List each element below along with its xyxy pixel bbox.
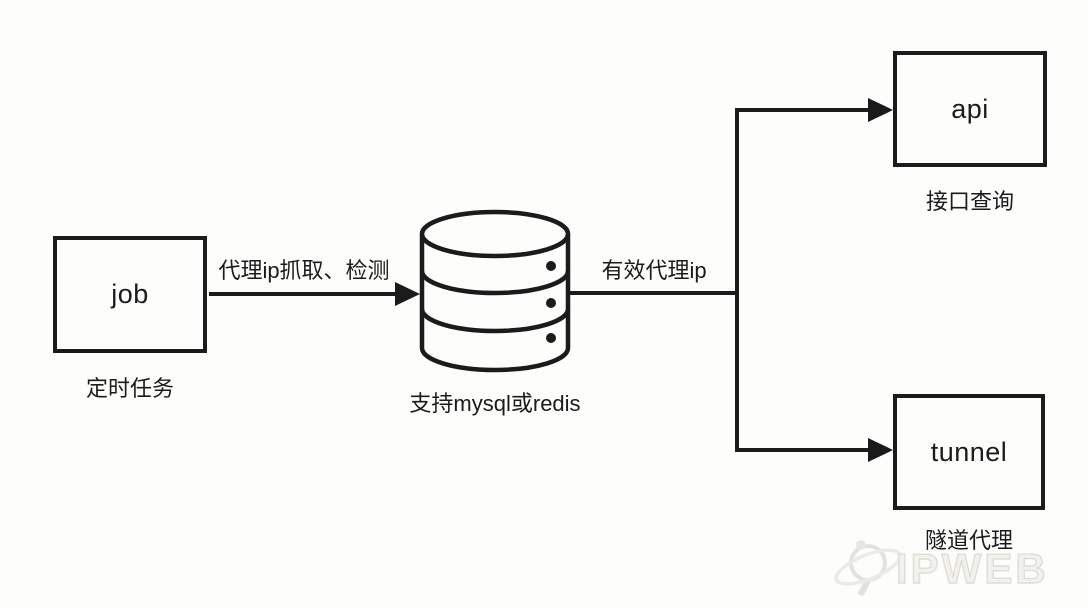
tunnel-node: tunnel xyxy=(893,394,1045,510)
api-node: api xyxy=(893,51,1047,167)
database-icon xyxy=(419,209,571,373)
tunnel-node-label: tunnel xyxy=(930,436,1008,467)
api-node-label: api xyxy=(951,93,989,124)
edge-label-valid-proxy-ip: 有效代理ip xyxy=(601,258,707,283)
database-caption: 支持mysql或redis xyxy=(409,391,581,416)
edge-label-crawl-detect: 代理ip抓取、检测 xyxy=(218,258,390,283)
tunnel-node-caption: 隧道代理 xyxy=(924,528,1013,553)
arrowhead-to-tunnel xyxy=(868,438,893,462)
job-node: job xyxy=(53,236,207,353)
arrowhead-to-db xyxy=(395,282,420,306)
job-node-caption: 定时任务 xyxy=(85,376,174,401)
job-node-label: job xyxy=(111,279,149,309)
arrowhead-to-api xyxy=(868,98,893,122)
api-node-caption: 接口查询 xyxy=(925,189,1014,214)
